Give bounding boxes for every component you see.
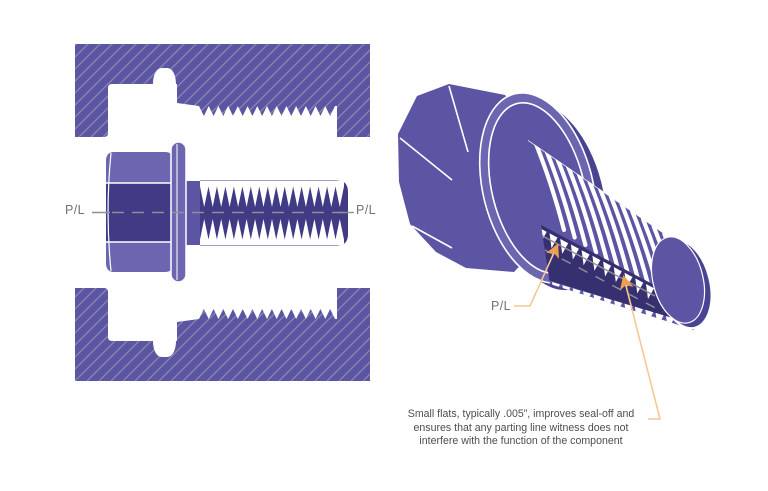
mold-top-block: [75, 44, 370, 137]
annotation-leader: [619, 275, 662, 420]
parting-line-label-left: P/L: [65, 203, 85, 217]
annotation-line-3: interfere with the function of the compo…: [419, 435, 623, 447]
isometric-view: [398, 84, 713, 420]
iso-tip-face: [650, 236, 706, 324]
flat-thread-tips-bottom: [552, 282, 674, 330]
iso-hex-facet-lines: [399, 85, 469, 249]
mold-bottom-block-body: [75, 288, 370, 381]
parting-line-leader: [514, 243, 559, 307]
flat-centerline-dashes: [544, 249, 664, 313]
bolt-cross-section: [92, 141, 354, 283]
parting-line-label-right: P/L: [356, 203, 376, 217]
parting-line-label-iso: P/L: [491, 299, 511, 313]
flat-witness-line: [534, 231, 656, 297]
annotation-line-1: Small flats, typically .005”, improves s…: [407, 408, 635, 420]
mold-bottom-block: [75, 288, 370, 381]
annotation-text: Small flats, typically .005”, improves s…: [371, 408, 671, 449]
mold-top-block-body: [75, 44, 370, 137]
thread-profile-bottom: [200, 219, 344, 246]
thread-profile-top: [200, 180, 344, 207]
hex-facet-lines: [106, 182, 173, 243]
cross-section-view: [75, 44, 370, 381]
mold-bottom-thread-teeth: [199, 309, 335, 319]
mold-top-thread-teeth: [199, 106, 335, 116]
annotation-line-2: ensures that any parting line witness do…: [413, 421, 629, 434]
iso-threaded-shank: [528, 140, 713, 330]
